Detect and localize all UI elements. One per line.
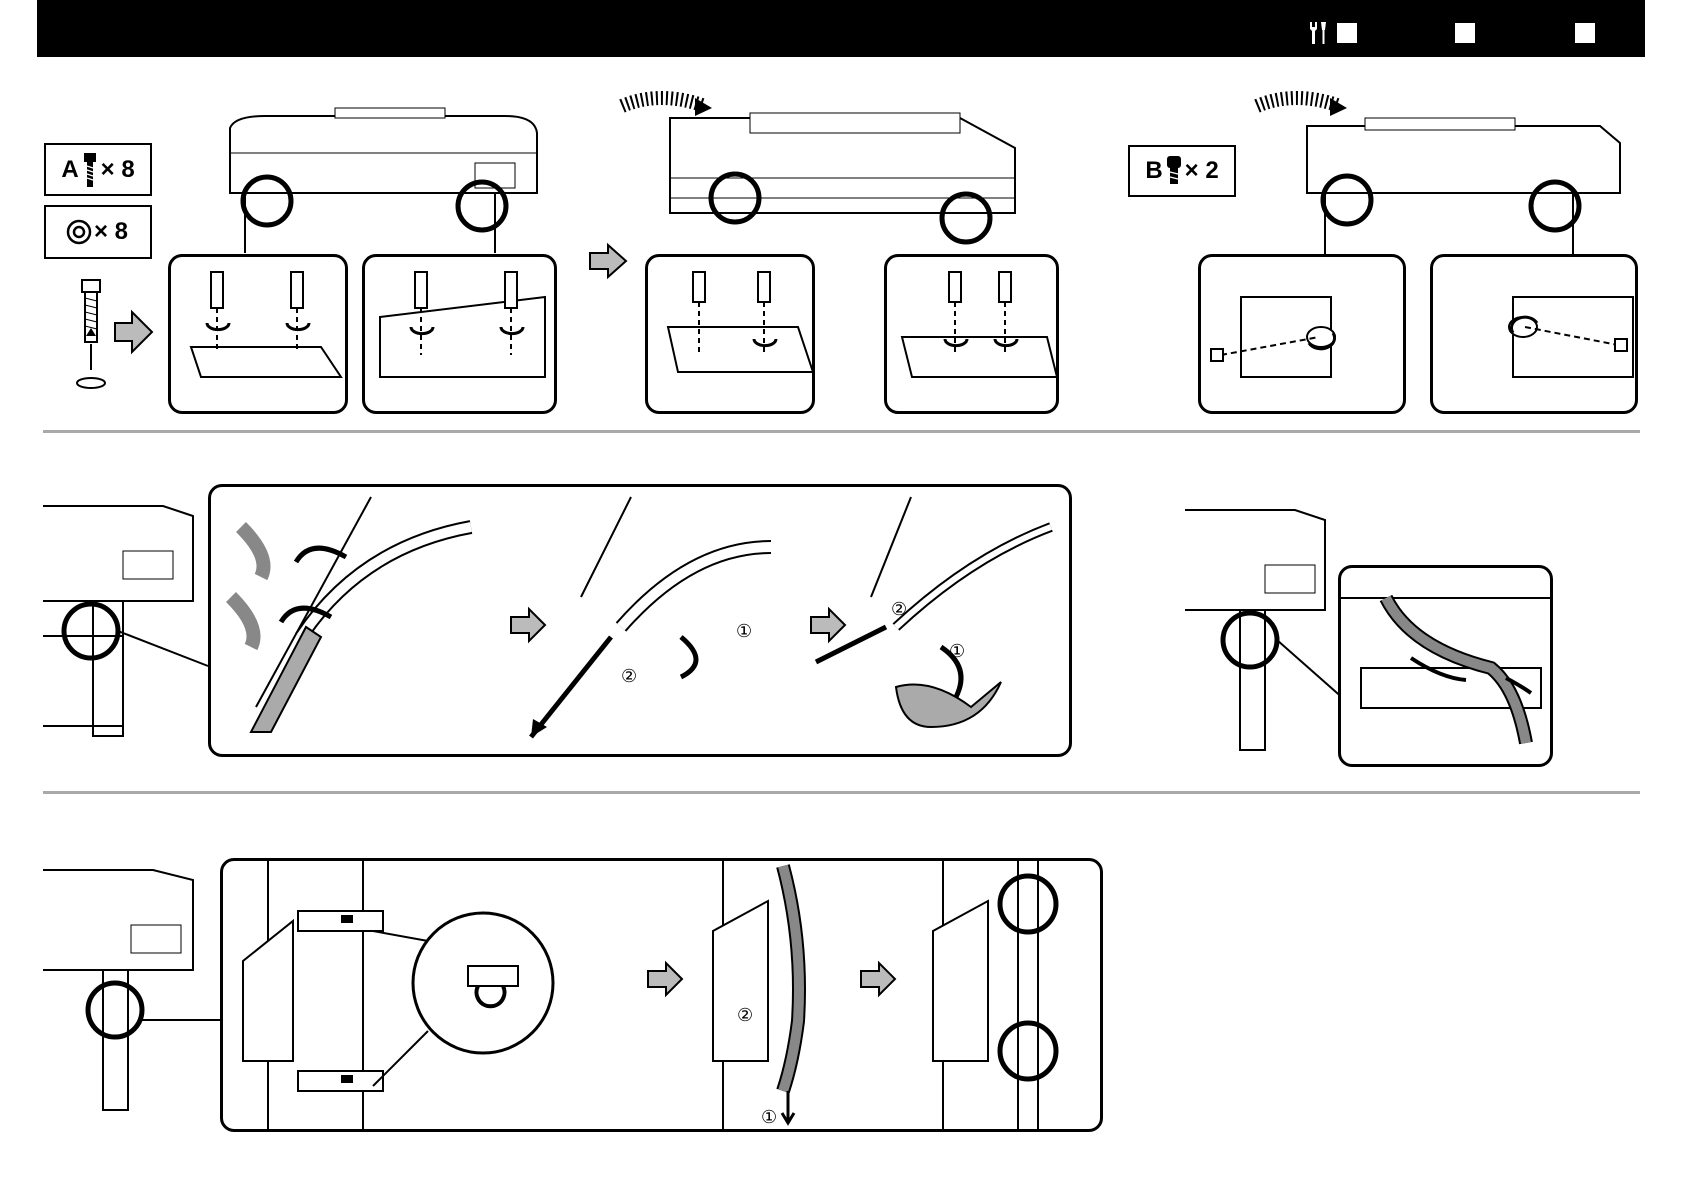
panel-bolt-rear-b	[884, 254, 1059, 414]
checkbox-2[interactable]	[1455, 23, 1475, 43]
part-a-box: A × 8	[44, 143, 152, 196]
step-mark-clip-1: ①	[761, 1107, 777, 1128]
header-bar	[37, 0, 1645, 57]
printer-side-view-2	[1185, 510, 1345, 770]
panel-bolt-left-a	[168, 254, 348, 414]
part-b-box: B × 2	[1128, 145, 1236, 197]
panel-bolt-rear-a	[645, 254, 815, 414]
printer-front-view-2	[1255, 88, 1625, 258]
step-mark-1b: ①	[949, 641, 965, 662]
step-mark-2b: ②	[891, 599, 907, 620]
checkbox-1[interactable]	[1337, 23, 1357, 43]
part-washer-count: × 8	[94, 218, 128, 246]
panel-route-cable	[1338, 565, 1553, 767]
panel-screw-b-left	[1198, 254, 1406, 414]
part-washer-box: × 8	[44, 205, 152, 259]
panel-attach-clip: ② ①	[220, 858, 1103, 1132]
panel-screw-b-right	[1430, 254, 1638, 414]
part-b-count: × 2	[1185, 157, 1219, 185]
step-mark-2a: ②	[621, 666, 637, 687]
panel-bolt-left-b	[362, 254, 557, 414]
part-a-letter: A	[61, 156, 78, 184]
printer-side-view-1	[43, 496, 203, 766]
wrench-screwdriver-icon	[1307, 20, 1329, 46]
printer-rear-view	[620, 88, 1030, 258]
panel-remove-tape: ② ① ② ①	[208, 484, 1072, 757]
screw-icon	[1165, 156, 1183, 186]
divider-2	[43, 791, 1640, 794]
part-b-letter: B	[1145, 157, 1162, 185]
bolt-washer-illustration	[70, 278, 170, 398]
step-mark-1a: ①	[736, 621, 752, 642]
printer-front-view-1	[225, 108, 545, 258]
step-mark-clip-2: ②	[737, 1005, 753, 1026]
bolt-icon	[81, 153, 99, 187]
part-a-count: × 8	[101, 156, 135, 184]
washer-icon	[66, 219, 92, 245]
divider-1	[43, 430, 1640, 433]
header-icons	[1307, 20, 1595, 46]
printer-side-view-3	[43, 870, 213, 1130]
checkbox-3[interactable]	[1575, 23, 1595, 43]
